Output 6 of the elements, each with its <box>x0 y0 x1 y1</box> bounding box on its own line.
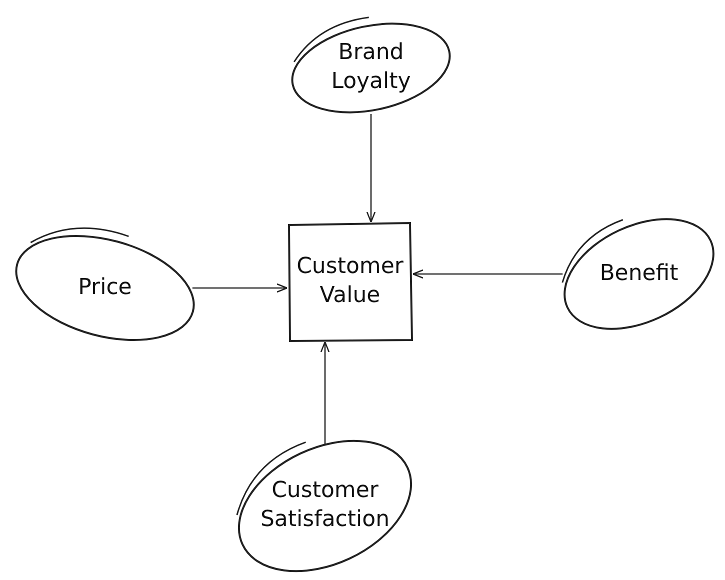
node-label: Benefit <box>600 260 678 288</box>
node-label: Brand Loyalty <box>330 39 412 96</box>
node-label: Price <box>78 274 132 302</box>
node-label: Customer Value <box>296 253 404 310</box>
concept-box <box>287 222 413 342</box>
node-label: Customer Satisfaction <box>259 477 391 534</box>
